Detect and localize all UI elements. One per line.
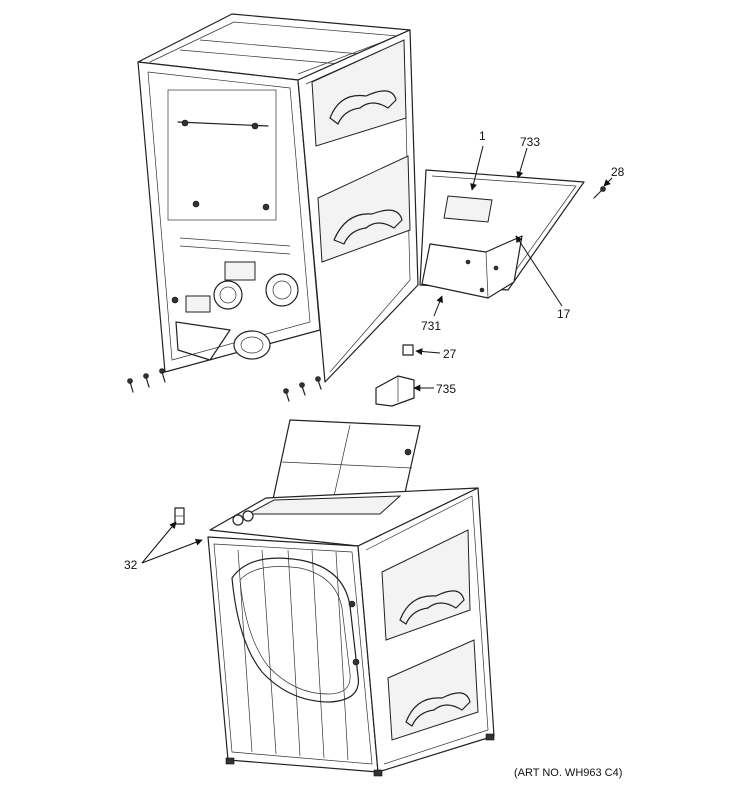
- art-number: (ART NO. WH963 C4): [514, 767, 622, 779]
- screw-set-left: [127, 368, 166, 393]
- leader-lines: [141, 145, 613, 564]
- callout-1: 1: [479, 129, 486, 143]
- callout-32: 32: [124, 558, 138, 572]
- upper-cabinet-assembly: [127, 13, 419, 402]
- clip-27: [402, 344, 414, 356]
- callout-731: 731: [421, 319, 441, 333]
- callout-735: 735: [436, 382, 456, 396]
- lower-cabinet-assembly: [207, 419, 495, 777]
- mounting-bracket: [421, 235, 523, 299]
- hinge-bracket-32: [174, 507, 185, 525]
- callout-733: 733: [520, 135, 540, 149]
- callout-28: 28: [611, 165, 625, 179]
- callout-17: 17: [557, 307, 571, 321]
- housing-735: [375, 375, 415, 407]
- screw-28: [593, 186, 606, 199]
- callout-27: 27: [443, 347, 457, 361]
- screw-set-right: [283, 376, 322, 402]
